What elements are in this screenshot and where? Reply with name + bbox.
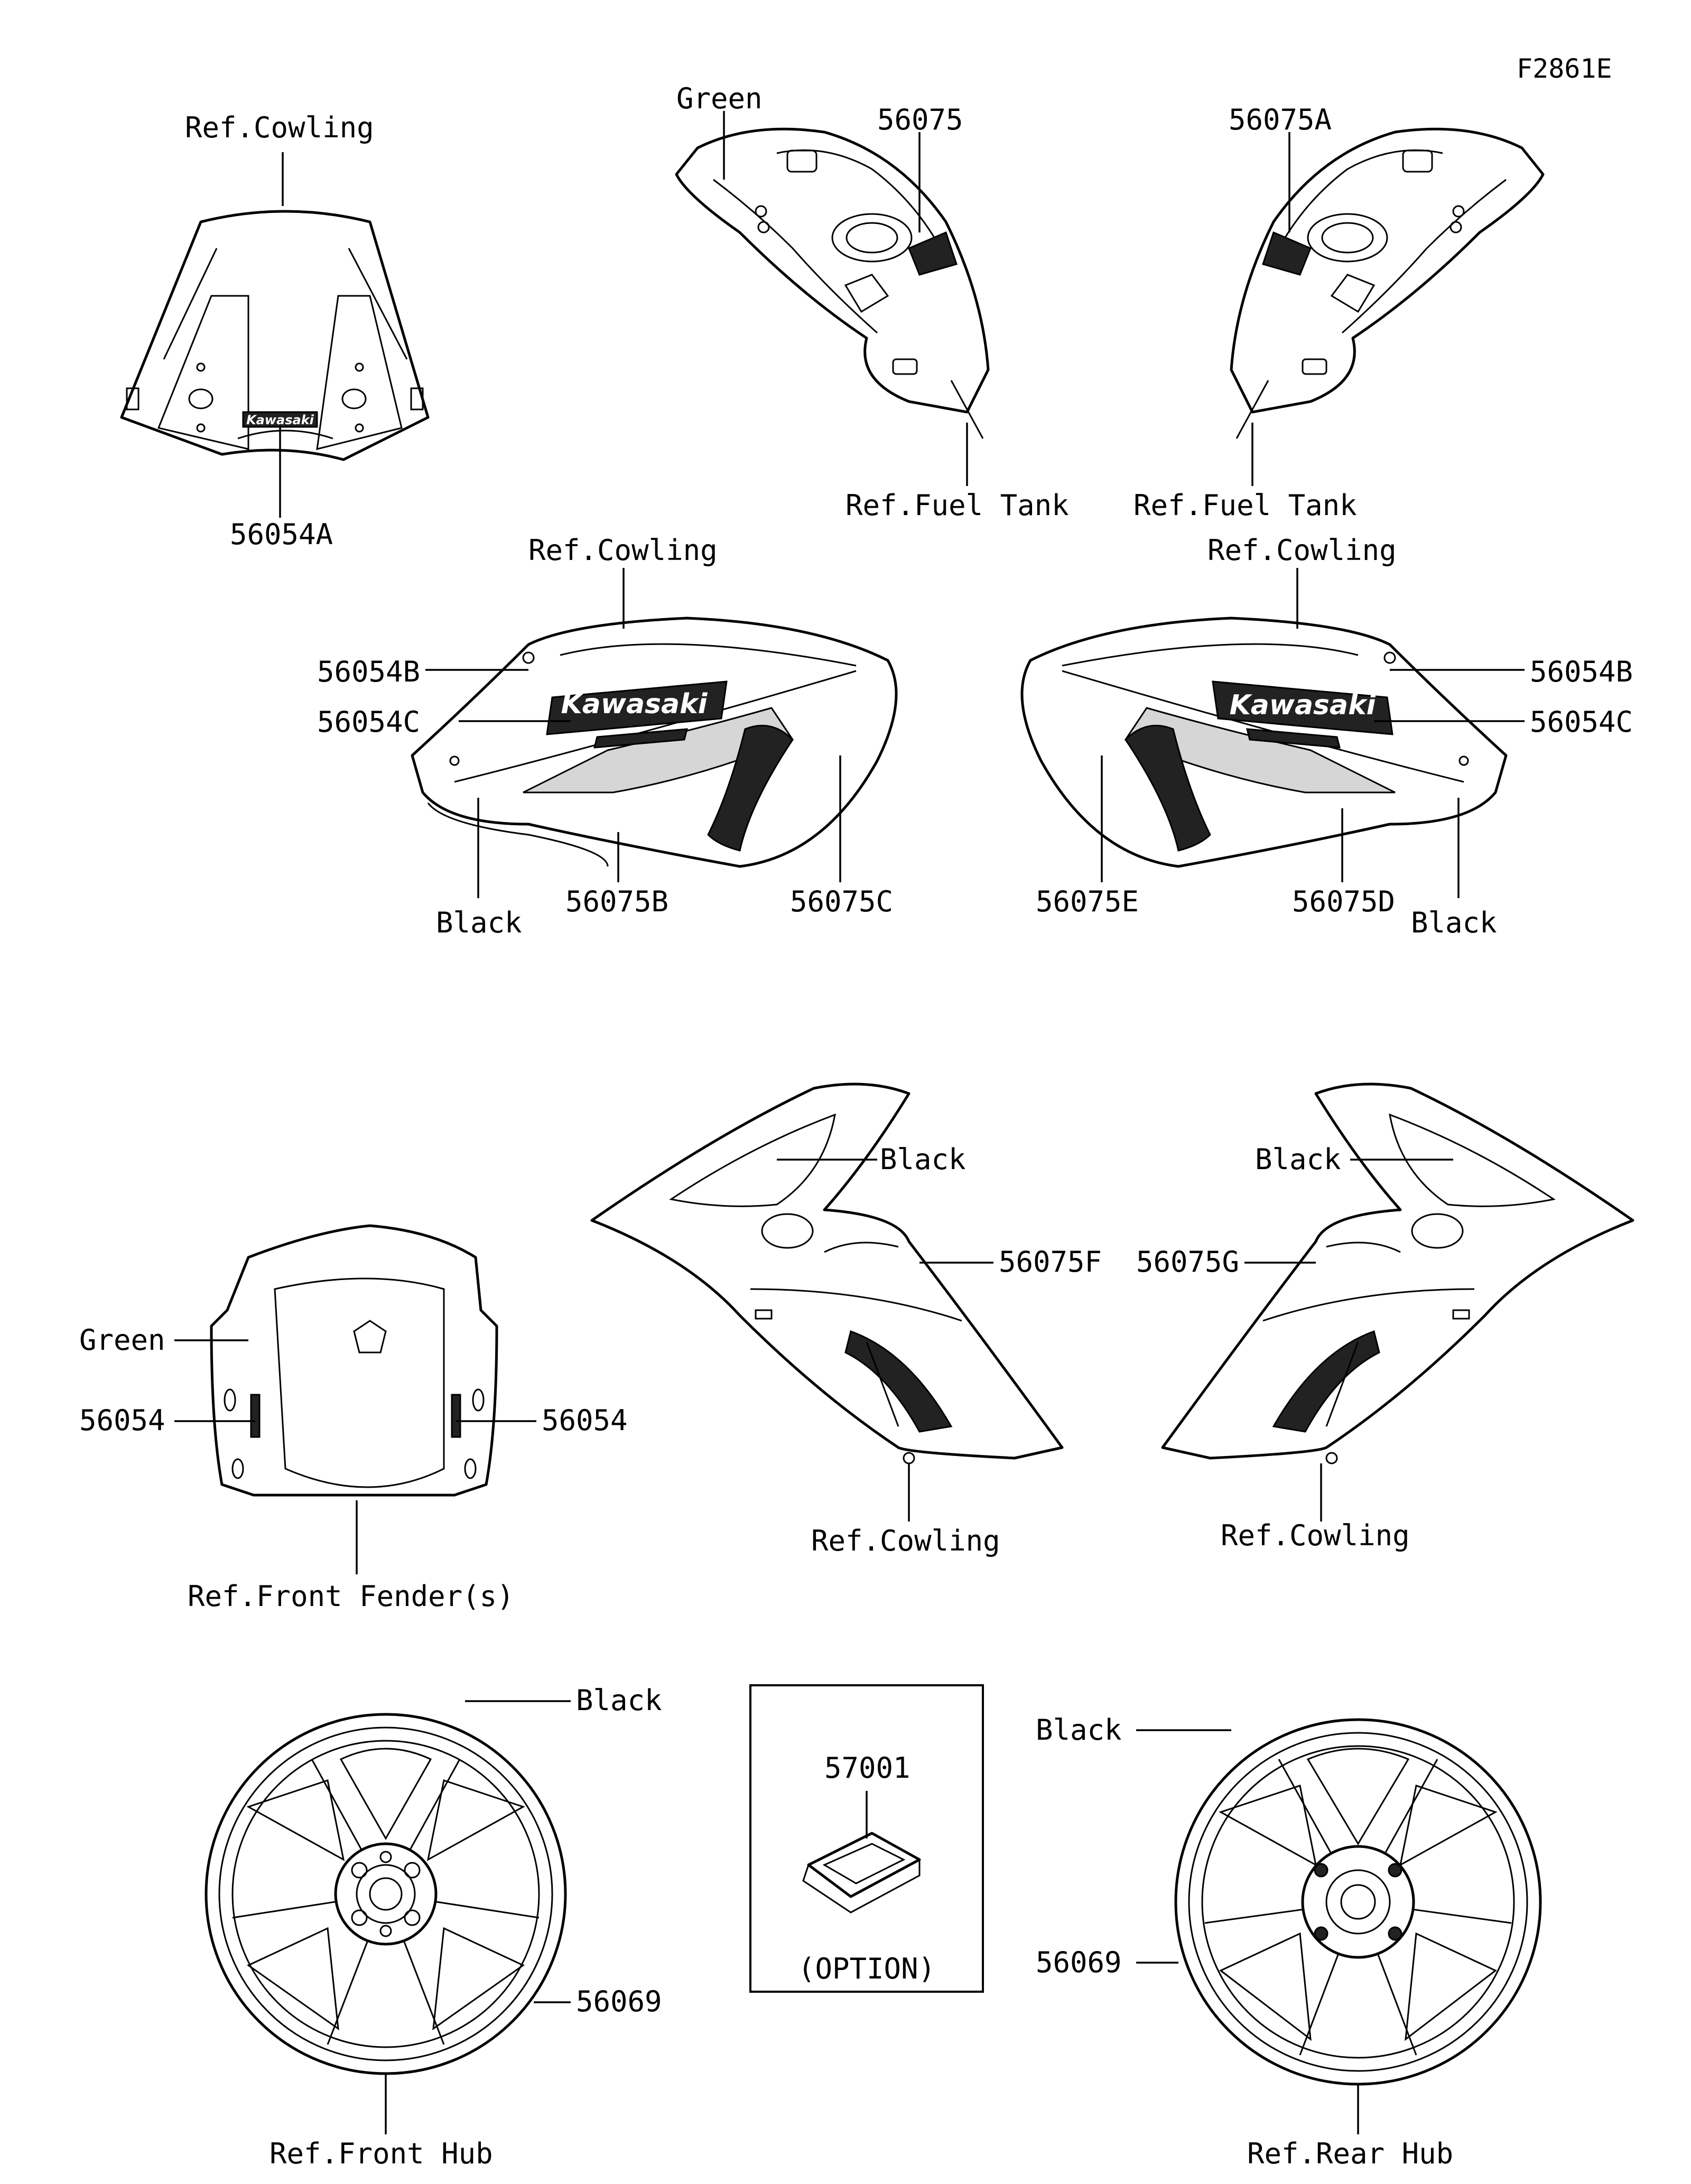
upper-cowl-right-part [1161, 1082, 1634, 1464]
decal-56054A-logo: Kawasaki [242, 411, 318, 428]
label-56054B-left: 56054B [317, 655, 421, 688]
front-wheel-part [205, 1713, 567, 2075]
label-black-upper-left: Black [880, 1143, 966, 1176]
label-56069-rear: 56069 [1036, 1946, 1122, 1979]
kawasaki-logo-screen: Kawasaki [246, 413, 314, 427]
label-ref-cowling-right-side: Ref.Cowling [1207, 534, 1397, 567]
label-ref-cowling-left-side: Ref.Cowling [528, 534, 718, 567]
label-black-upper-right: Black [1255, 1143, 1341, 1176]
label-56069-front: 56069 [576, 1985, 662, 2018]
label-green-fender: Green [79, 1323, 165, 1357]
decal-56054C-right-logo: Kawasaki [1212, 680, 1393, 749]
label-ref-fuel-tank-right: Ref.Fuel Tank [1133, 489, 1357, 522]
label-ref-cowling-upper-left: Ref.Cowling [811, 1524, 1000, 1557]
side-cowl-right-part [1020, 617, 1508, 868]
label-56054C-right: 56054C [1530, 705, 1633, 739]
label-black-left-side: Black [436, 906, 522, 939]
kawasaki-logo-side-left: Kawasaki [561, 688, 708, 720]
label-56054C-left: 56054C [317, 705, 421, 739]
decal-56054C-left-logo: Kawasaki [546, 680, 728, 749]
label-black-front-wheel: Black [576, 1684, 662, 1717]
label-56075B: 56075B [565, 885, 669, 918]
label-ref-cowling-screen: Ref.Cowling [185, 111, 374, 144]
label-green-tank: Green [676, 82, 763, 115]
windscreen-part [120, 210, 430, 461]
rear-wheel-part [1174, 1718, 1542, 2086]
label-56075A: 56075A [1229, 103, 1332, 136]
label-black-rear-wheel: Black [1036, 1713, 1122, 1747]
kawasaki-logo-side-right: Kawasaki [1230, 689, 1377, 721]
label-56075: 56075 [877, 103, 963, 136]
label-ref-cowling-upper-right: Ref.Cowling [1221, 1519, 1410, 1552]
label-56054A: 56054A [230, 518, 333, 551]
label-option: (OPTION) [798, 1952, 936, 1985]
decal-56054-left [250, 1394, 261, 1438]
fuel-tank-left-part [675, 127, 990, 439]
label-57001: 57001 [824, 1751, 910, 1785]
label-ref-rear-hub: Ref.Rear Hub [1247, 2137, 1454, 2170]
fuel-tank-right-part [1230, 127, 1545, 439]
label-ref-front-fender: Ref.Front Fender(s) [188, 1580, 514, 1613]
label-56054-right: 56054 [542, 1404, 628, 1437]
label-56054-left: 56054 [79, 1404, 165, 1437]
upper-cowl-left-part [590, 1082, 1064, 1464]
figure-code: F2861E [1517, 53, 1612, 84]
front-fender-part [210, 1224, 498, 1497]
label-56075G: 56075G [1136, 1245, 1240, 1278]
label-56075C: 56075C [790, 885, 894, 918]
label-56075D: 56075D [1292, 885, 1396, 918]
label-black-right-side: Black [1411, 906, 1497, 939]
label-ref-fuel-tank-left: Ref.Fuel Tank [846, 489, 1069, 522]
label-56075F: 56075F [999, 1245, 1102, 1278]
label-ref-front-hub: Ref.Front Hub [270, 2137, 493, 2170]
label-56054B-right: 56054B [1530, 655, 1633, 688]
decal-56054-right [451, 1394, 461, 1438]
option-box [749, 1684, 984, 1993]
label-56075E: 56075E [1036, 885, 1139, 918]
